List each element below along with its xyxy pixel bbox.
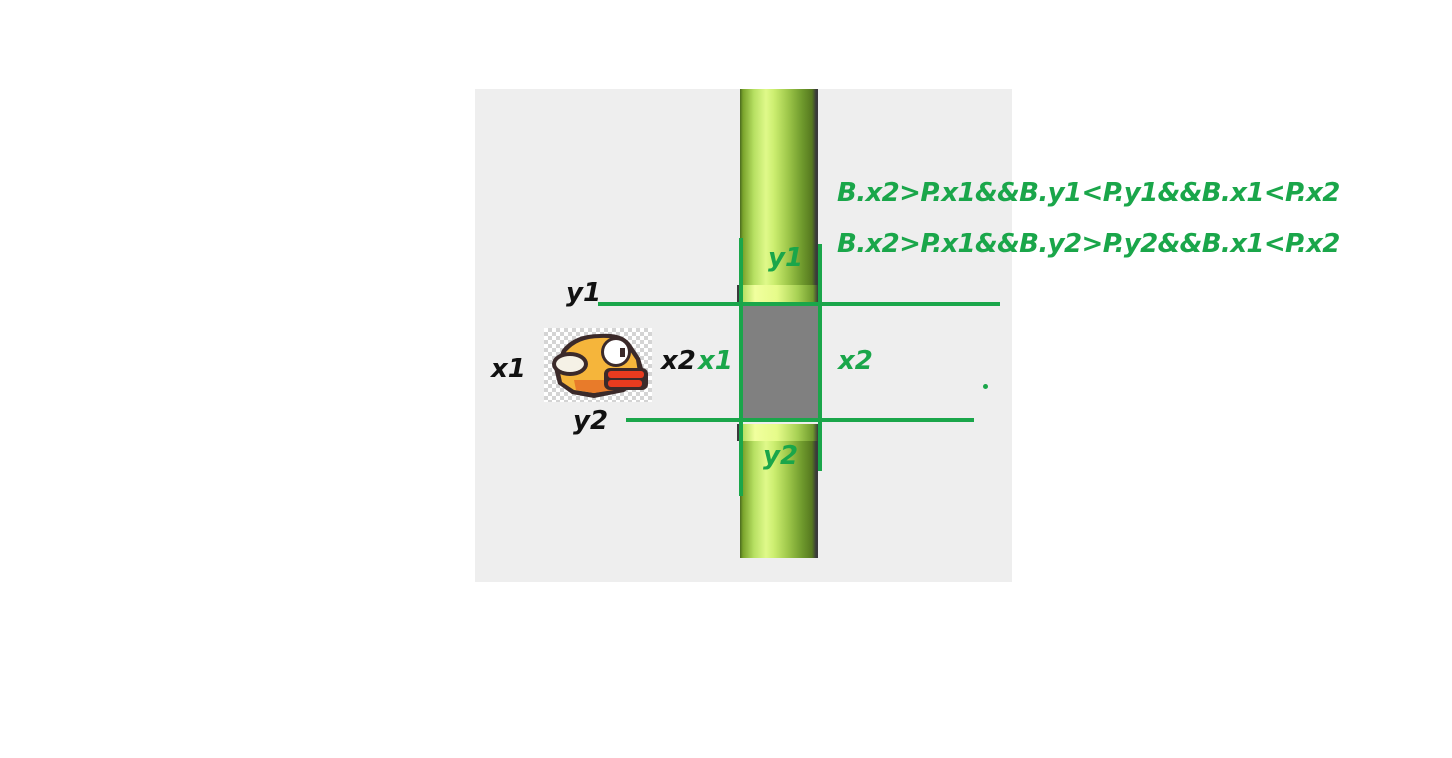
gap-right-line: [818, 305, 822, 420]
pipe-right-edge-lower-line: [818, 418, 822, 471]
pipe-x1-label: x1: [698, 346, 733, 376]
bottom-collision-formula: B.x2>P.x1&&B.y2>P.y2&&B.x1<P.x2: [837, 229, 1340, 259]
bird-x1-label: x1: [491, 354, 526, 384]
pipe-right-edge-upper-line: [818, 244, 822, 308]
bird-x2-label: x2: [661, 346, 696, 376]
bird-icon: [552, 333, 648, 398]
pipe-y2-label: y2: [763, 441, 799, 471]
pipe-y1-label: y1: [768, 243, 804, 273]
top-collision-formula: B.x2>P.x1&&B.y1<P.y1&&B.x1<P.x2: [837, 178, 1340, 208]
pipe-gap: [742, 305, 819, 420]
bottom-pipe-cap: [737, 424, 821, 441]
marker-dot: [983, 384, 988, 389]
pipe-left-edge-line: [739, 238, 743, 496]
bird-y2-label: y2: [573, 406, 609, 436]
top-pipe: [740, 89, 818, 285]
y2-line: [626, 418, 974, 422]
pipe-x2-label: x2: [838, 346, 873, 376]
top-pipe-cap: [737, 285, 821, 302]
bottom-pipe: [740, 441, 818, 558]
y1-line: [598, 302, 1000, 306]
bird-y1-label: y1: [566, 278, 602, 308]
